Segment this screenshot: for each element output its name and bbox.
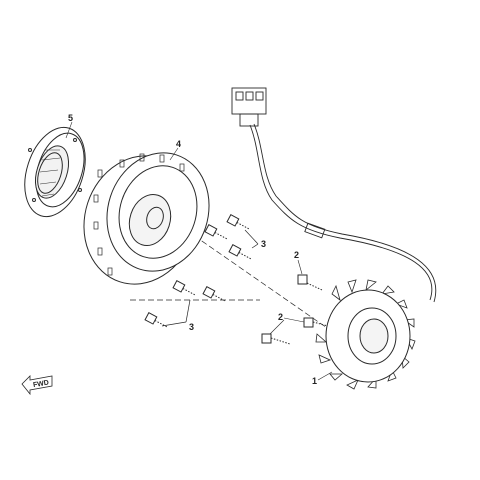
callout-1: 1 — [312, 376, 317, 386]
fwd-direction-icon: FWD — [21, 375, 53, 396]
fwd-label: FWD — [33, 379, 50, 389]
part-3-bolts-upper[interactable] — [204, 214, 259, 263]
callout-4: 4 — [176, 139, 181, 149]
leader-lines — [65, 121, 333, 381]
callout-3-upper: 3 — [261, 239, 266, 249]
part-4-flywheel-rotor[interactable] — [68, 139, 224, 298]
part-2-stator-bolts[interactable] — [261, 274, 329, 345]
callout-2-upper: 2 — [294, 250, 299, 260]
part-3-bolts-lower[interactable] — [144, 280, 228, 331]
callout-5: 5 — [68, 113, 73, 123]
part-5-seal-ring[interactable] — [14, 120, 96, 225]
callout-2-lower: 2 — [278, 312, 283, 322]
part-1-stator[interactable] — [315, 279, 416, 390]
wire-harness — [231, 87, 437, 303]
callout-3-lower: 3 — [189, 322, 194, 332]
